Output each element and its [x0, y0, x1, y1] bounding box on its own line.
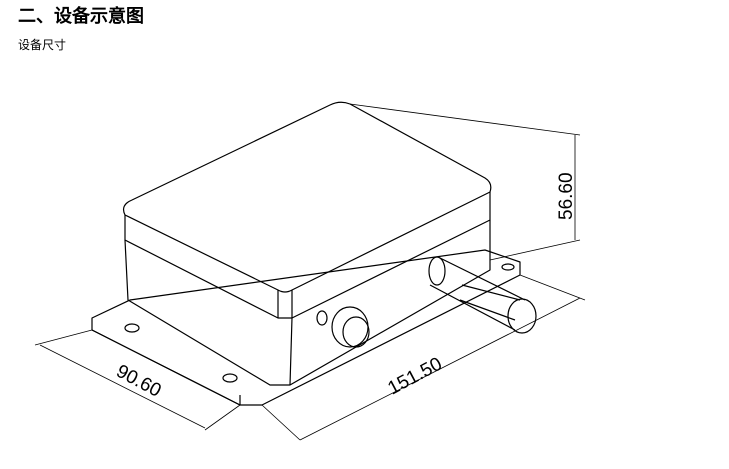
height-dimension: 56.60 [556, 172, 577, 220]
dimension-lines [34, 103, 586, 441]
connector [316, 306, 370, 348]
width-dimension: 90.60 [113, 361, 165, 402]
subheading: 设备尺寸 [18, 38, 67, 52]
sensor-probe [428, 256, 537, 334]
enclosure-box [122, 101, 492, 386]
section-heading: 二、设备示意图 [18, 6, 144, 27]
length-dimension: 151.50 [384, 354, 445, 400]
